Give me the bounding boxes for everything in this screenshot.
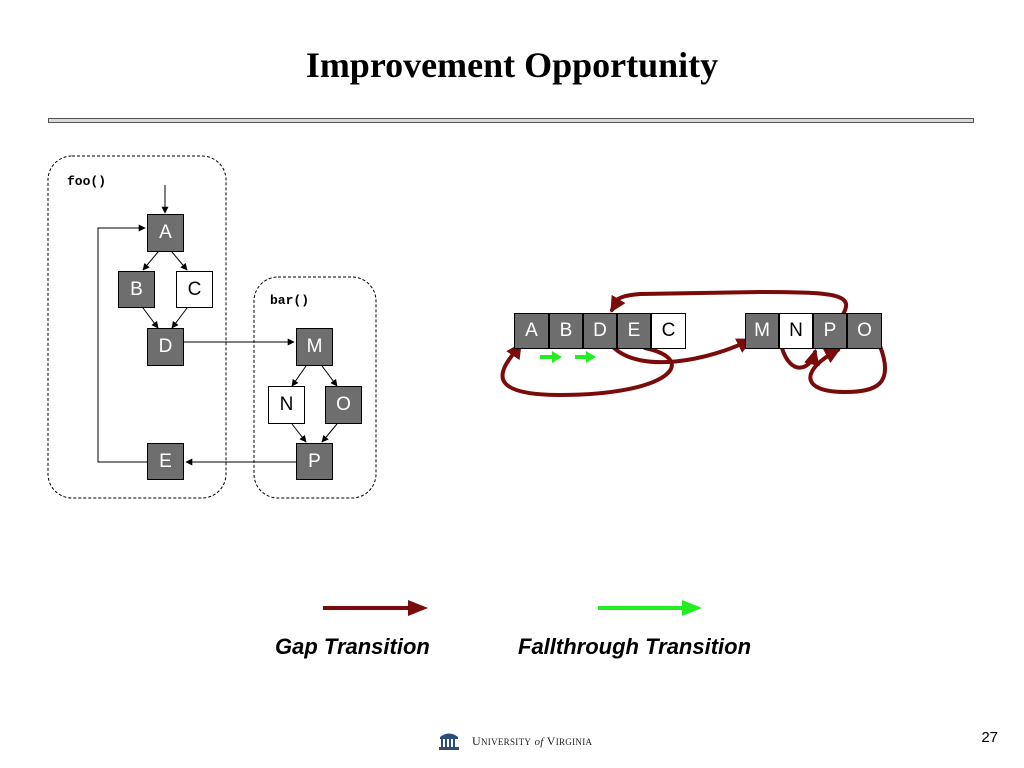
layout-block-c: C: [651, 313, 686, 349]
foo-block-d: D: [147, 328, 184, 366]
foo-block-a: A: [147, 214, 184, 252]
foo-edges: [97, 185, 295, 463]
layout-block-m: M: [745, 313, 779, 349]
legend-gap-label: Gap Transition: [275, 634, 430, 659]
foo-block-b: B: [118, 271, 155, 308]
bar-block-n: N: [268, 386, 305, 424]
foo-container: [47, 155, 227, 499]
layout-block-o: O: [847, 313, 882, 349]
legend-fallthrough-arrow: [598, 600, 702, 616]
rotunda-logo-icon: [439, 733, 459, 750]
university-wordmark: UNIVERSITY of VIRGINIA: [472, 734, 593, 748]
bar-block-m: M: [296, 328, 333, 366]
foo-function-label: foo(): [67, 174, 107, 189]
title-divider: [48, 118, 974, 123]
layout-block-b: B: [549, 313, 583, 349]
legend-gap-arrow: [323, 600, 428, 616]
gap-transition-arrows: [500, 289, 887, 398]
bar-container: [253, 276, 377, 499]
layout-block-p: P: [813, 313, 847, 349]
layout-block-n: N: [779, 313, 813, 349]
bar-block-p: P: [296, 443, 333, 480]
slide-title: Improvement Opportunity: [305, 45, 719, 85]
fallthrough-arrows: [540, 351, 596, 363]
page-number: 27: [981, 729, 998, 746]
foo-block-e: E: [147, 443, 184, 480]
layout-block-e: E: [617, 313, 651, 349]
layout-block-d: D: [583, 313, 617, 349]
bar-edges: [185, 365, 338, 466]
layout-block-a: A: [514, 313, 549, 349]
bar-function-label: bar(): [270, 293, 310, 308]
foo-block-c: C: [176, 271, 213, 308]
bar-block-o: O: [325, 386, 362, 424]
legend-fallthrough-label: Fallthrough Transition: [518, 634, 752, 659]
